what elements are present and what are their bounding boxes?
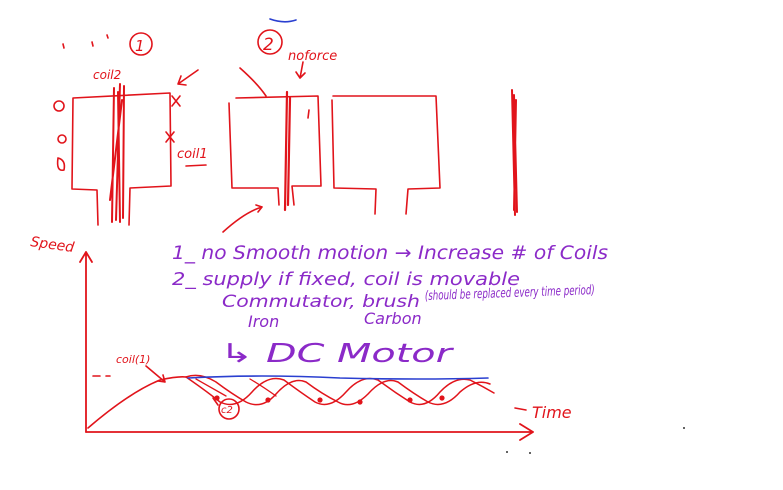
stray-mark [62, 43, 65, 49]
cross-mark [165, 131, 175, 143]
top-blue-mark [269, 18, 297, 23]
marker-2-label: 2 [263, 35, 274, 55]
speed-ripple-c [195, 378, 277, 397]
curve-dot [439, 395, 445, 401]
time-axis [85, 423, 534, 441]
curve-dot [357, 399, 363, 405]
arrow [177, 69, 199, 86]
coil1-curve-label: coil(1) [116, 353, 150, 366]
coil-in-magnet-2 [283, 90, 292, 212]
coil2-curve-label: c2 [221, 405, 233, 416]
curve-dot [407, 397, 413, 403]
marker-1-circle [129, 32, 153, 56]
stray-mark [91, 41, 94, 47]
speed-axis [79, 251, 93, 433]
tick [514, 407, 527, 411]
speed-ripple-b [185, 374, 491, 406]
curve-dot [265, 397, 271, 403]
coil-2-label: coil2 [93, 68, 121, 82]
label-arrow [145, 365, 166, 383]
speed-axis-label: Speed [29, 234, 75, 256]
no-force-arrow [295, 61, 306, 79]
arrow [239, 67, 267, 97]
note-line-2: 2_ supply if fixed, coil is movable [172, 269, 520, 290]
pole-marker [57, 134, 67, 144]
c2-circle [218, 398, 240, 420]
note-should-be-replaced: (should be replaced every time period) [425, 283, 595, 304]
note-line-1: 1_ no Smooth motion → Increase # of Coil… [172, 242, 608, 264]
arrow [222, 204, 263, 233]
curve-dot [214, 395, 220, 401]
coil-edge [511, 89, 518, 216]
note-carbon: Carbon [364, 309, 422, 328]
marker-1-label: 1 [135, 37, 145, 55]
stray-dot [506, 451, 508, 453]
cross-mark [171, 95, 181, 107]
stray-mark [307, 109, 310, 119]
note-iron: Iron [248, 312, 279, 331]
note-commutator-brush: Commutator, brush [222, 292, 420, 312]
label-pointer [212, 397, 219, 406]
time-axis-label: Time [532, 403, 572, 422]
stray-dot [683, 427, 685, 429]
magnet-3 [331, 95, 441, 215]
average-speed-line [187, 375, 489, 380]
coil-1-label: coil1 [177, 147, 208, 162]
no-force-label: noforce [288, 49, 337, 64]
stray-dot [529, 452, 531, 454]
magnet-1 [71, 92, 172, 226]
pole-marker [53, 100, 65, 112]
underline [185, 164, 207, 167]
note-dc-motor: ↳ DC Motor [220, 339, 456, 369]
magnet-2 [228, 95, 322, 206]
marker-2-circle [257, 29, 283, 55]
stray-mark [106, 34, 109, 39]
coil-in-magnet-1 [109, 83, 125, 223]
rise-curve [87, 376, 187, 429]
curve-dot [317, 397, 323, 403]
pole-marker [56, 157, 66, 172]
